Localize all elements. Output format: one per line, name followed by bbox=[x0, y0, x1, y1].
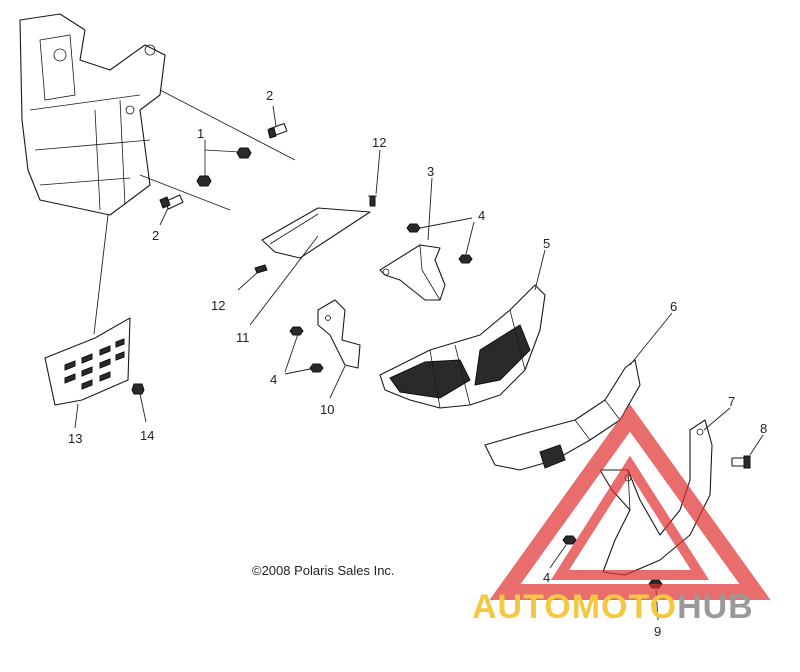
callout-9: 9 bbox=[654, 624, 661, 639]
watermark-text-hub: HUB bbox=[677, 588, 754, 626]
watermark-text-automoto: AUTOMOTO bbox=[472, 588, 678, 626]
callout-13: 13 bbox=[68, 431, 82, 446]
watermark-logo bbox=[489, 404, 771, 600]
part-4-nut-c bbox=[289, 326, 304, 336]
callout-10: 10 bbox=[320, 402, 334, 417]
part-4-nut-d bbox=[309, 363, 324, 373]
callout-6: 6 bbox=[670, 299, 677, 314]
callout-4-lower: 4 bbox=[543, 570, 550, 585]
watermark-triangle-outer bbox=[489, 404, 771, 600]
callout-12-lower: 12 bbox=[211, 298, 225, 313]
part-4-nut-a bbox=[406, 223, 421, 233]
callout-3: 3 bbox=[427, 164, 434, 179]
callout-1: 1 bbox=[197, 126, 204, 141]
part-14-bolt bbox=[131, 383, 145, 395]
part-3-mount-bracket bbox=[379, 244, 446, 301]
callout-2-lower: 2 bbox=[152, 228, 159, 243]
callout-14: 14 bbox=[140, 428, 154, 443]
callout-5: 5 bbox=[543, 236, 550, 251]
part-1-bolt-bracket bbox=[196, 147, 252, 187]
part-6-bumper-trim bbox=[484, 359, 641, 471]
leader-lines bbox=[74, 105, 764, 621]
callout-4-left: 4 bbox=[270, 372, 277, 387]
callout-4-upper: 4 bbox=[478, 208, 485, 223]
part-8-bolt bbox=[731, 455, 751, 469]
callout-labels: 1 2 2 3 4 4 4 5 6 7 8 9 10 11 12 12 13 1… bbox=[68, 88, 767, 639]
part-12-screw-upper bbox=[368, 195, 377, 207]
part-11-cover-plate bbox=[261, 207, 371, 259]
part-4-nut-e bbox=[562, 535, 577, 545]
part-10-side-bracket bbox=[317, 299, 361, 369]
part-2-bolt-upper bbox=[267, 122, 288, 139]
part-4-nut-b bbox=[458, 254, 473, 264]
callout-7: 7 bbox=[728, 394, 735, 409]
copyright-notice: ©2008 Polaris Sales Inc. bbox=[252, 563, 395, 578]
part-13-skid-plate bbox=[44, 317, 131, 406]
part-5-front-bumper bbox=[379, 284, 546, 409]
callout-12-upper: 12 bbox=[372, 135, 386, 150]
callout-11: 11 bbox=[236, 330, 250, 345]
part-2-bolt-lower bbox=[159, 194, 184, 210]
frame-assembly bbox=[19, 13, 296, 216]
watermark-text: AUTOMOTOHUB bbox=[472, 588, 754, 627]
callout-8: 8 bbox=[760, 421, 767, 436]
callout-2-upper: 2 bbox=[266, 88, 273, 103]
part-12-screw-lower bbox=[254, 264, 268, 274]
watermark-triangle-inner bbox=[550, 455, 710, 580]
